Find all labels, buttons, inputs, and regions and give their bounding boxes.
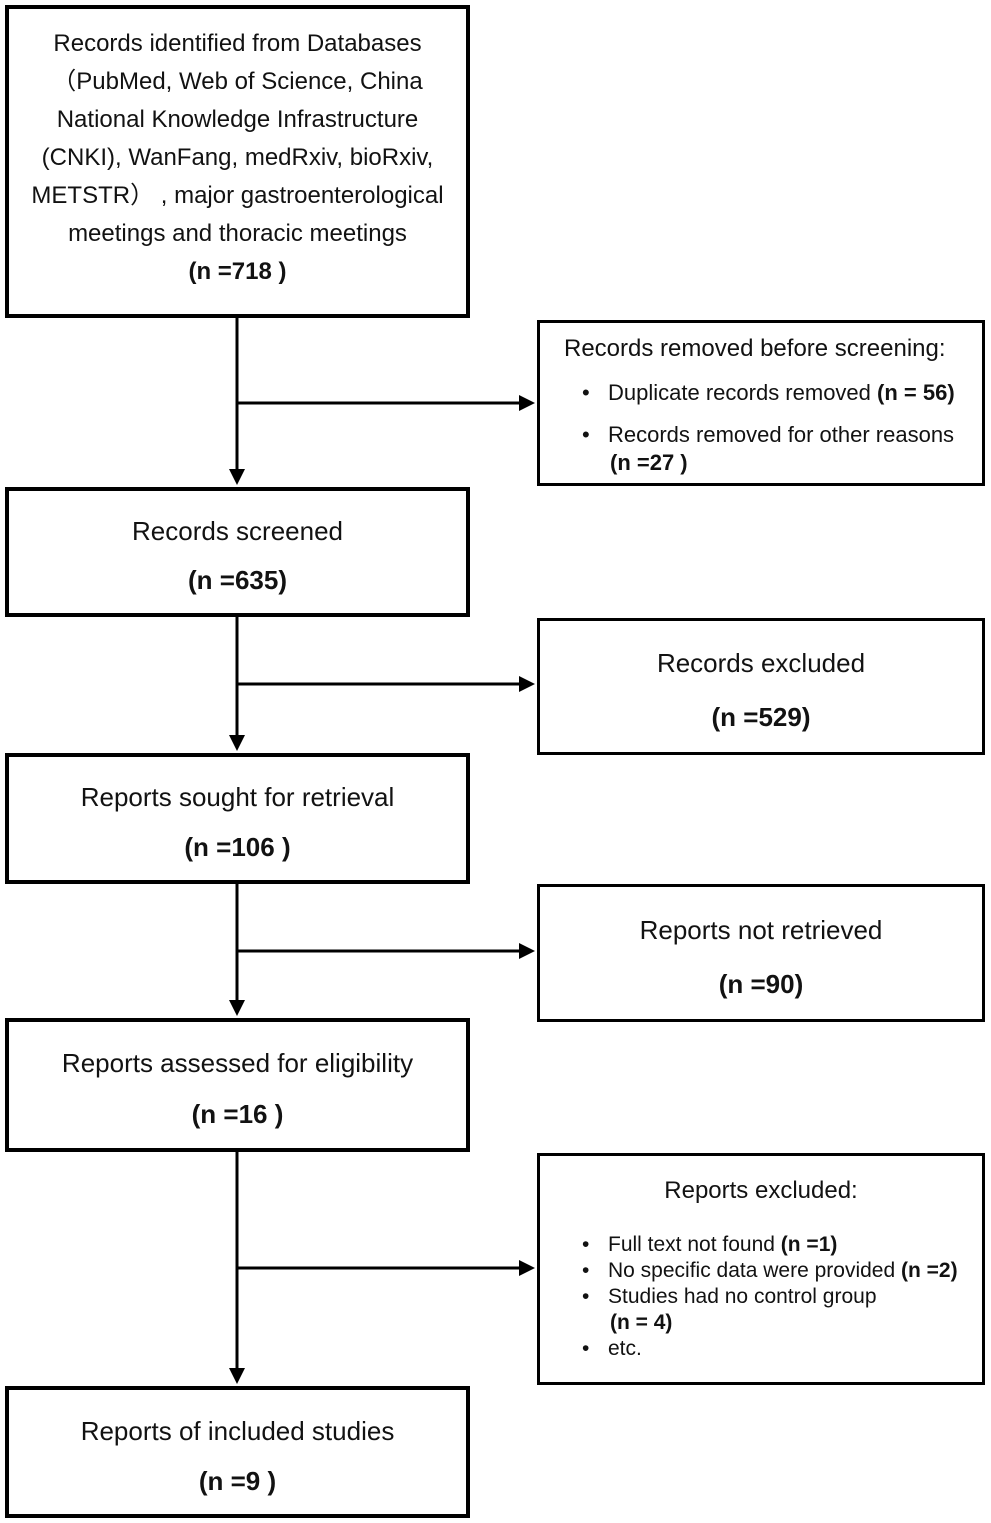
removed-bullet-duplicates-text: Duplicate records removed (n = 56)	[608, 379, 970, 407]
excluded-bullet-no-control-label: Studies had no control group	[608, 1285, 877, 1308]
included-title: Reports of included studies	[80, 1415, 395, 1446]
bullet-icon: •	[582, 1259, 590, 1282]
box-reports-assessed: Reports assessed for eligibility (n =16 …	[5, 1018, 470, 1152]
identified-line-1: Records identified from Databases	[53, 30, 422, 57]
removed-bullet-duplicates-label: Duplicate records removed	[608, 380, 878, 405]
sought-title: Reports sought for retrieval	[80, 782, 395, 813]
excluded-bullet-no-control-count: (n = 4)	[610, 1311, 673, 1334]
removed-bullet-other-reasons-label: Records removed for other reasons	[608, 422, 955, 447]
identified-line-6: meetings and thoracic meetings	[68, 220, 407, 247]
excluded-bullet-full-text-label: Full text not found	[608, 1233, 781, 1256]
bullet-icon: •	[582, 380, 590, 405]
not-retrieved-title: Reports not retrieved	[639, 914, 883, 945]
reports-excluded-title: Reports excluded:	[664, 1177, 858, 1204]
box-records-excluded: Records excluded (n =529)	[537, 618, 985, 755]
box-records-screened: Records screened (n =635)	[5, 487, 470, 617]
identified-line-3: National Knowledge Infrastructure	[56, 106, 419, 133]
excluded-bullet-etc-label: etc.	[608, 1337, 642, 1360]
screened-count: (n =635)	[188, 565, 287, 595]
excluded-bullet-no-control: • Studies had no control group (n = 4)	[582, 1284, 972, 1336]
included-count: (n =9 )	[198, 1465, 277, 1496]
removed-bullet-other-reasons-text: Records removed for other reasons (n =27 …	[608, 421, 970, 477]
assessed-count: (n =16 )	[191, 1099, 284, 1129]
bullet-icon: •	[582, 1285, 590, 1308]
excluded-bullet-full-text-count: (n =1)	[780, 1233, 838, 1256]
excluded-bullet-no-data-count: (n =2)	[901, 1259, 958, 1282]
excluded-bullet-etc: • etc.	[582, 1336, 972, 1362]
excluded-bullet-no-control-text: Studies had no control group (n = 4)	[608, 1284, 972, 1336]
excluded-bullet-full-text-text: Full text not found (n =1)	[608, 1232, 972, 1258]
removed-bullet-other-reasons: • Records removed for other reasons (n =2…	[582, 421, 970, 477]
bullet-icon: •	[582, 422, 590, 447]
records-excluded-count: (n =529)	[711, 701, 811, 732]
box-records-removed-before-screening: Records removed before screening: • Dupl…	[537, 320, 985, 486]
box-records-identified: Records identified from Databases （PubMe…	[5, 5, 470, 318]
removed-bullet-duplicates: • Duplicate records removed (n = 56)	[582, 379, 970, 407]
box-reports-sought: Reports sought for retrieval (n =106 )	[5, 753, 470, 884]
identified-line-5: METSTR） , major gastroenterological	[31, 182, 444, 209]
records-excluded-title: Records excluded	[656, 648, 866, 679]
excluded-bullet-full-text: • Full text not found (n =1)	[582, 1232, 972, 1258]
removed-bullet-duplicates-count: (n = 56)	[877, 380, 955, 405]
box-reports-included: Reports of included studies (n =9 )	[5, 1386, 470, 1518]
bullet-icon: •	[582, 1337, 590, 1360]
assessed-title: Reports assessed for eligibility	[61, 1048, 414, 1078]
identified-line-2: （PubMed, Web of Science, China	[52, 68, 423, 95]
not-retrieved-count: (n =90)	[718, 968, 804, 999]
screened-title: Records screened	[132, 516, 343, 546]
box-reports-not-retrieved: Reports not retrieved (n =90)	[537, 884, 985, 1022]
excluded-bullet-no-data-label: No specific data were provided	[608, 1259, 901, 1282]
excluded-bullet-no-data-text: No specific data were provided (n =2)	[608, 1258, 972, 1284]
box-reports-excluded: Reports excluded: • Full text not found …	[537, 1153, 985, 1385]
excluded-bullet-no-data: • No specific data were provided (n =2)	[582, 1258, 972, 1284]
removed-bullet-other-reasons-count: (n =27 )	[610, 450, 688, 475]
identified-line-4: (CNKI), WanFang, medRxiv, bioRxiv,	[41, 144, 434, 171]
sought-count: (n =106 )	[184, 831, 291, 862]
removed-title: Records removed before screening:	[564, 335, 946, 362]
excluded-bullet-etc-text: etc.	[608, 1336, 972, 1362]
identified-count: (n =718 )	[188, 258, 287, 285]
bullet-icon: •	[582, 1233, 590, 1256]
